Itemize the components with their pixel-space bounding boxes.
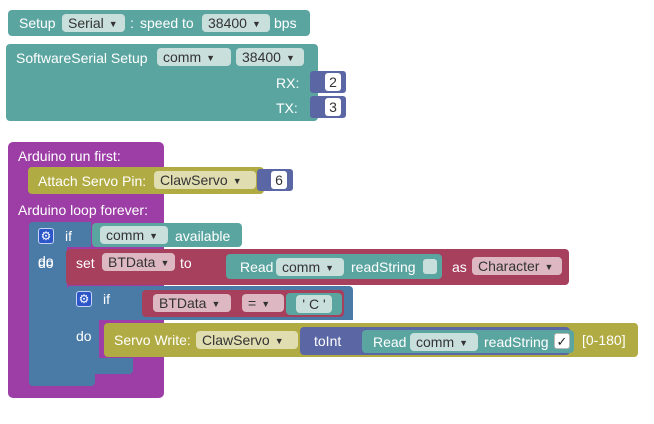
gear-icon[interactable]: ⚙ [38, 228, 54, 244]
servo-range-label: [0-180] [582, 332, 626, 348]
char-input[interactable]: ' C ' [296, 295, 332, 313]
read-serial-dropdown[interactable]: comm ▼ [276, 258, 344, 276]
read-string-label: readString [484, 334, 549, 350]
rx-value[interactable]: 2 [325, 73, 341, 91]
chevron-down-icon: ▼ [232, 176, 242, 186]
bps-label: bps [274, 15, 297, 31]
rx-label: RX: [276, 75, 300, 91]
cast-type-value: Character [478, 258, 540, 274]
available-serial-dropdown[interactable]: comm ▼ [100, 226, 168, 244]
tx-number-block[interactable]: 3 [310, 96, 346, 118]
chevron-down-icon: ▼ [206, 53, 216, 63]
read-label: Read [373, 334, 407, 350]
checkmark-icon[interactable]: ✓ [554, 333, 570, 349]
software-serial-speed: 38400 [242, 49, 281, 65]
run-first-label: Arduino run first: [18, 148, 121, 164]
chevron-down-icon: ▼ [459, 338, 469, 348]
set-to-label: to [180, 255, 192, 271]
serial-speed-dropdown[interactable]: 38400 ▼ [202, 14, 270, 32]
serial-port-dropdown[interactable]: Serial ▼ [62, 14, 125, 32]
servo-write-value: ClawServo [202, 332, 270, 348]
software-serial-block[interactable]: SoftwareSerial Setup comm▼ 38400▼ RX: 2 … [6, 44, 346, 121]
chevron-down-icon: ▼ [544, 262, 554, 272]
gear-icon[interactable]: ⚙ [76, 291, 92, 307]
software-serial-name: comm [163, 49, 202, 65]
read-label: Read [240, 259, 274, 275]
serial-setup-label: Setup [19, 15, 56, 31]
do-label: do [76, 328, 92, 344]
read-serial-value-2: comm [416, 334, 455, 350]
tx-label: TX: [276, 100, 298, 116]
do-label: do [38, 255, 54, 271]
chevron-down-icon: ▼ [325, 263, 335, 273]
chevron-down-icon: ▼ [251, 19, 261, 29]
chevron-down-icon: ▼ [261, 299, 271, 309]
cast-type-dropdown[interactable]: Character ▼ [472, 257, 562, 275]
char-block[interactable]: ' C ' [286, 293, 342, 315]
available-serial-value: comm [106, 227, 145, 243]
set-label: set [76, 255, 95, 271]
servo-pin-value[interactable]: 6 [271, 171, 287, 189]
servo-write-label: Servo Write: [114, 332, 191, 348]
chevron-down-icon: ▼ [211, 299, 221, 309]
tx-value[interactable]: 3 [325, 98, 341, 116]
if-inner-footer [67, 358, 133, 374]
read-serial-dropdown-2[interactable]: comm ▼ [410, 333, 478, 351]
chevron-down-icon: ▼ [108, 19, 118, 29]
serial-colon: : [130, 15, 134, 31]
software-serial-speed-dropdown[interactable]: 38400 ▼ [236, 48, 304, 66]
read-serial-value: comm [282, 259, 321, 275]
toint-label: toInt [314, 333, 342, 349]
chevron-down-icon: ▼ [274, 336, 284, 346]
set-variable-dropdown[interactable]: BTData ▼ [102, 253, 175, 271]
servo-pin-number-block[interactable]: 6 [257, 169, 293, 191]
set-variable-value: BTData [108, 254, 156, 270]
read-string-block-2[interactable]: Read comm ▼ readString ✓ [362, 330, 574, 353]
attach-servo-block[interactable]: Attach Servo Pin: ClawServo ▼ [28, 167, 264, 194]
if-label: if [65, 228, 72, 244]
compare-variable-dropdown[interactable]: BTData ▼ [153, 294, 231, 312]
set-as-label: as [452, 259, 467, 275]
do-label: do [38, 253, 54, 269]
chevron-down-icon: ▼ [285, 53, 295, 63]
if-label: if [103, 291, 110, 307]
chevron-down-icon: ▼ [149, 231, 159, 241]
serial-port-value: Serial [68, 15, 104, 31]
chevron-down-icon: ▼ [160, 258, 170, 268]
attach-servo-dropdown[interactable]: ClawServo ▼ [154, 171, 256, 189]
software-serial-label: SoftwareSerial Setup [16, 50, 148, 66]
software-serial-name-dropdown[interactable]: comm ▼ [157, 48, 231, 66]
attach-servo-label: Attach Servo Pin: [38, 173, 147, 189]
serial-speed-value: 38400 [208, 15, 247, 31]
read-string-label: readString [351, 259, 416, 275]
read-string-checkbox[interactable] [423, 259, 437, 274]
loop-forever-label: Arduino loop forever: [18, 202, 148, 218]
serial-available-block[interactable]: comm ▼ available [92, 223, 242, 247]
speed-label: speed to [140, 15, 194, 31]
compare-operator-dropdown[interactable]: =▼ [242, 294, 284, 312]
available-label: available [175, 228, 231, 244]
attach-servo-value: ClawServo [160, 172, 228, 188]
if-outer-footer [29, 370, 95, 386]
char-value: ' C ' [302, 296, 326, 312]
read-string-block[interactable]: Read comm ▼ readString [226, 254, 442, 279]
serial-setup-block[interactable]: Setup Serial ▼ : speed to 38400 ▼ bps [8, 10, 310, 36]
compare-operator-value: = [248, 295, 257, 311]
servo-write-dropdown[interactable]: ClawServo ▼ [196, 331, 298, 349]
rx-number-block[interactable]: 2 [310, 71, 346, 93]
compare-variable-value: BTData [159, 295, 207, 311]
